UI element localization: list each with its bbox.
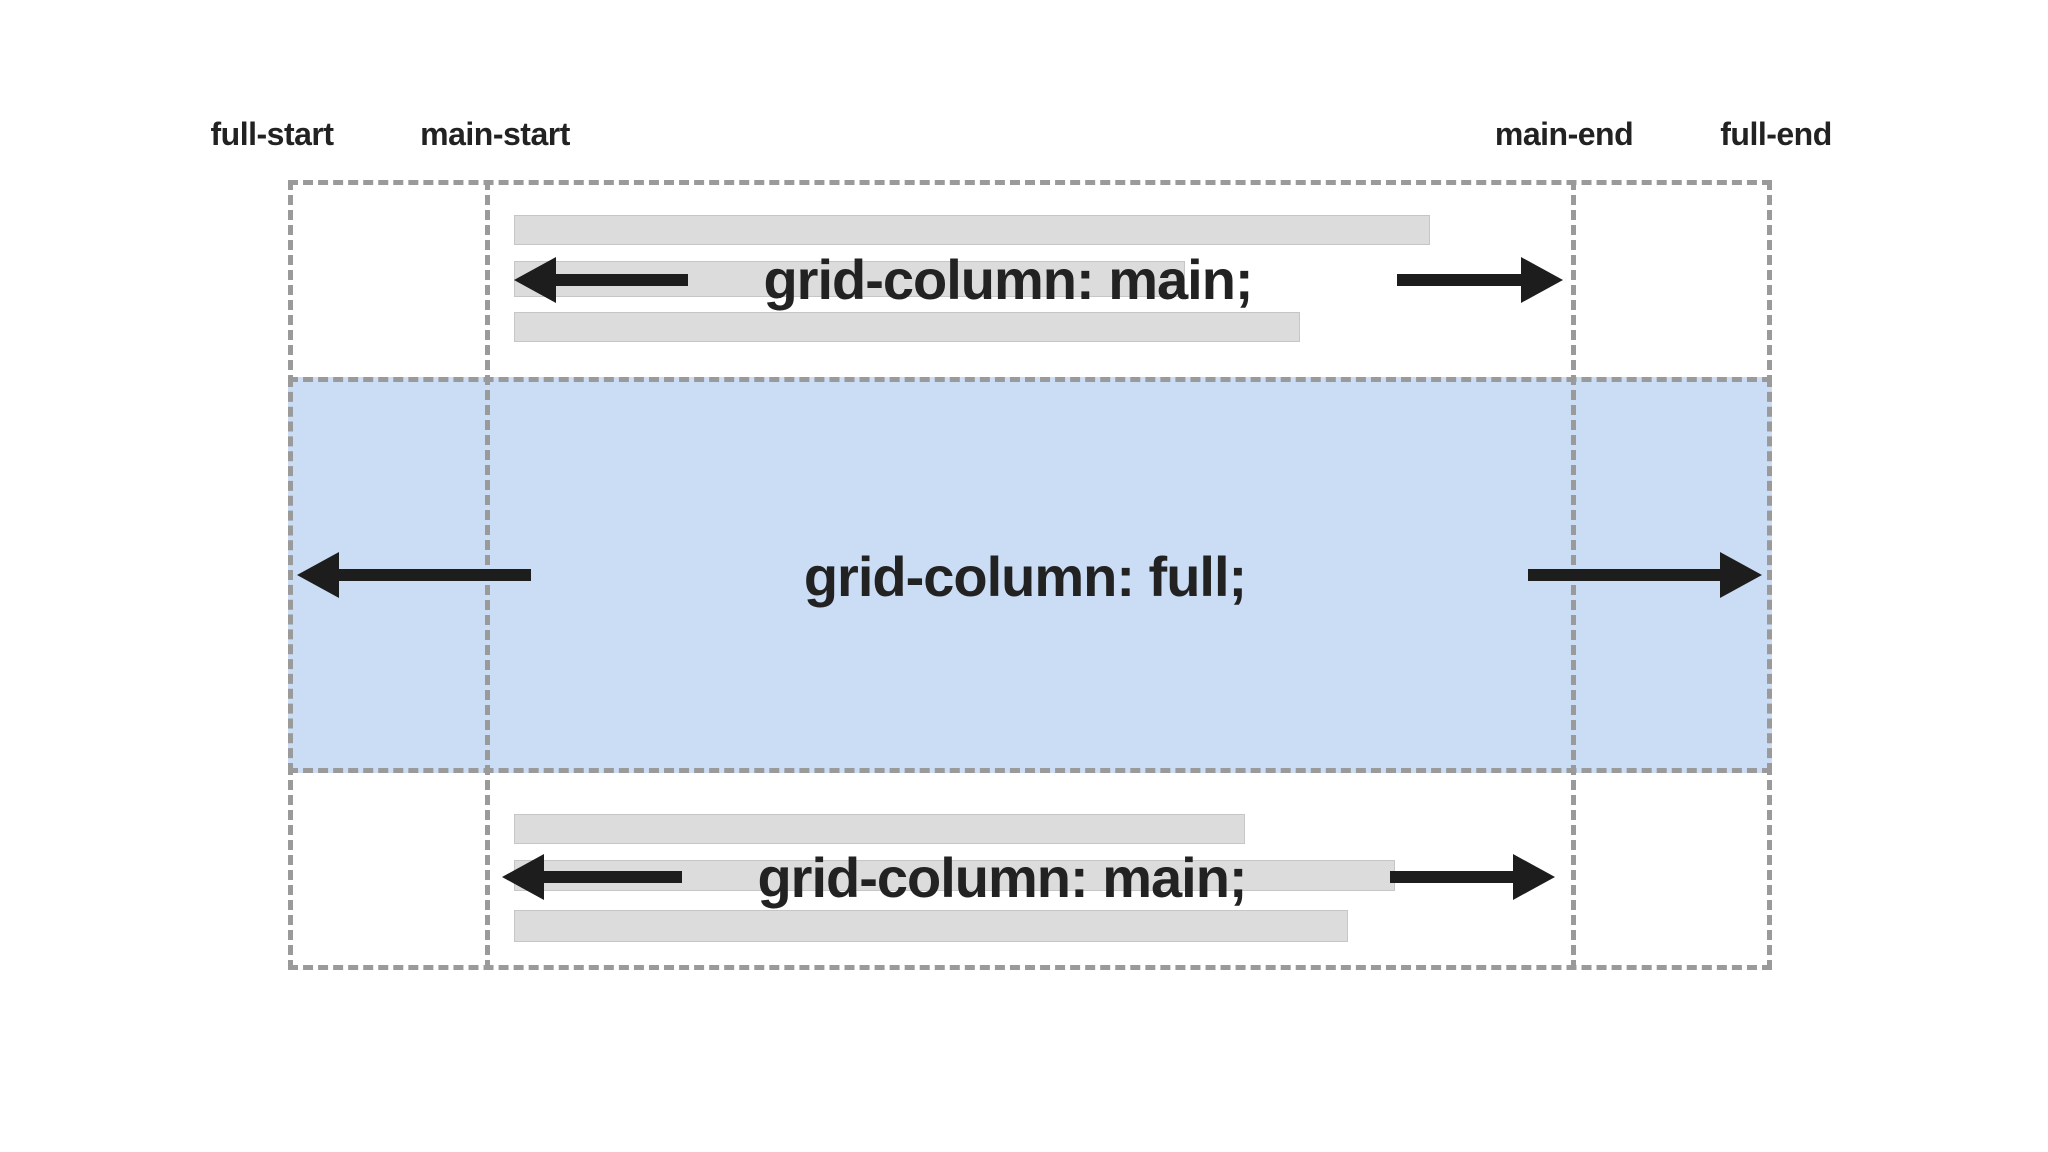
arrow-head — [1513, 854, 1555, 900]
arrow-shaft — [540, 871, 682, 883]
arrow-head — [1720, 552, 1762, 598]
arrow-shaft — [1397, 274, 1525, 286]
label-full-end: full-end — [1720, 116, 1832, 152]
arrow-shaft — [1390, 871, 1517, 883]
arrow-head — [502, 854, 544, 900]
full-span-highlight — [288, 377, 1772, 773]
placeholder-bar — [514, 215, 1430, 245]
arrow-shaft — [1528, 569, 1724, 581]
label-full-start: full-start — [210, 116, 335, 152]
label-main-start: main-start — [420, 116, 570, 152]
arrow-right-icon — [1395, 256, 1563, 304]
code-label-main-bottom: grid-column: main; — [757, 846, 1247, 909]
arrow-right-icon — [1388, 853, 1555, 901]
arrow-left-icon — [297, 551, 533, 599]
arrow-left-icon — [502, 853, 684, 901]
code-label-main-top: grid-column: main; — [763, 248, 1253, 311]
arrow-head — [514, 257, 556, 303]
placeholder-bar — [514, 910, 1348, 942]
arrow-head — [1521, 257, 1563, 303]
arrow-shaft — [552, 274, 688, 286]
arrow-shaft — [335, 569, 531, 581]
arrow-head — [297, 552, 339, 598]
label-main-end: main-end — [1494, 116, 1634, 152]
arrow-right-icon — [1526, 551, 1762, 599]
arrow-left-icon — [514, 256, 690, 304]
placeholder-bar — [514, 312, 1300, 342]
code-label-full: grid-column: full; — [803, 545, 1247, 608]
placeholder-bar — [514, 814, 1245, 844]
